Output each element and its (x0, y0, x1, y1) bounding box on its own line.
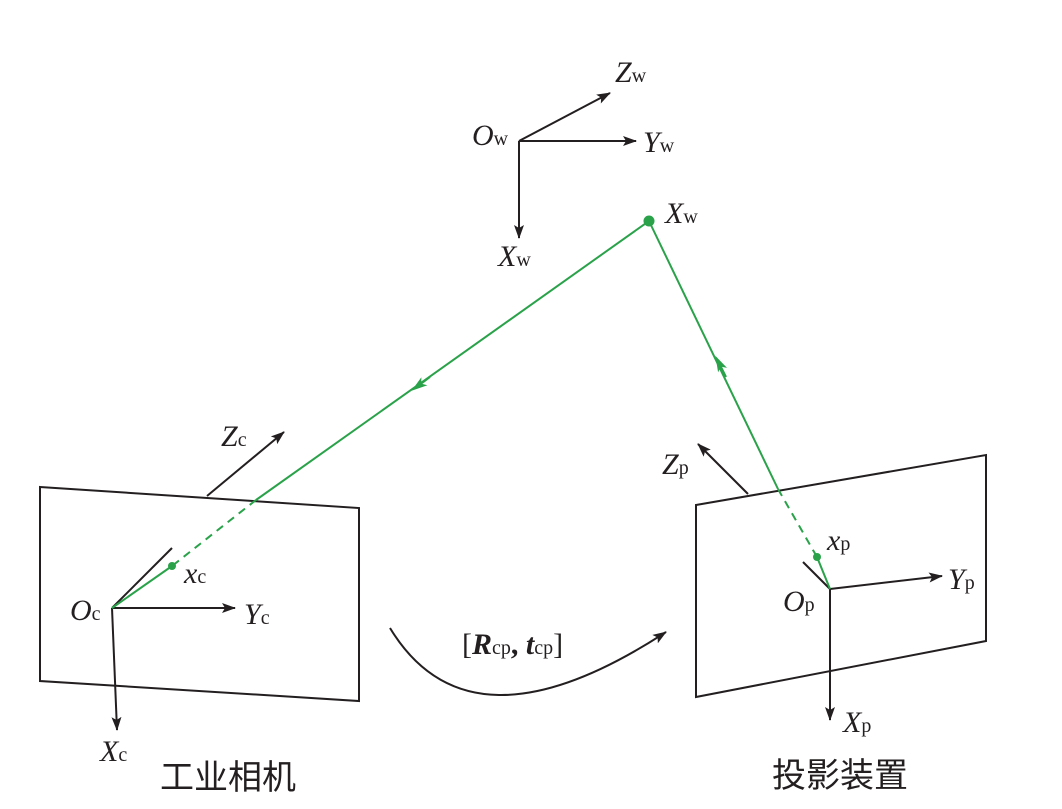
projector: Op Zp Yp Xp xp 投影装置 (662, 443, 987, 796)
camera-image-plane (39, 485, 360, 703)
world-frame: Ow Zw Yw Xw (472, 56, 675, 273)
projector-z-axis-inner (802, 561, 831, 590)
camera-image-point-label: xc (183, 557, 206, 590)
transform-label: [Rcp, tcp] (462, 628, 563, 661)
projector-ray-hidden (777, 488, 818, 558)
world-origin-label: Ow (472, 119, 509, 152)
camera-ray-inner (111, 565, 173, 609)
camera-x-label: Xc (99, 735, 127, 768)
world-z-axis (518, 92, 611, 142)
camera-origin-label: Oc (70, 594, 101, 627)
world-x-label: Xw (497, 240, 531, 273)
camera-z-axis (206, 431, 285, 497)
projector-y-axis (829, 572, 943, 590)
projector-to-world-ray (648, 220, 779, 490)
world-y-label: Yw (643, 126, 675, 159)
camera-caption: 工业相机 (160, 758, 296, 798)
world-to-camera-ray-arrow (411, 376, 431, 391)
projector-x-label: Xp (842, 706, 871, 739)
camera-z-label: Zc (221, 420, 247, 453)
projector-z-label: Zp (662, 448, 689, 481)
transform-arc (389, 627, 667, 696)
projector-origin-label: Op (783, 585, 815, 618)
projection-rays (111, 220, 831, 609)
world-to-camera-ray (255, 220, 650, 501)
world-point-label: Xw (664, 197, 698, 230)
camera-ray-hidden (171, 499, 257, 567)
projector-y-label: Yp (948, 563, 975, 596)
projector-image-point-label: xp (826, 524, 850, 557)
projector-image-plane (695, 453, 987, 699)
camera-x-axis (111, 607, 122, 731)
projector-ray-inner (816, 556, 831, 590)
projector-z-axis (697, 443, 749, 495)
transform: [Rcp, tcp] (389, 627, 667, 696)
camera: Oc Zc Yc Xc xc 工业相机 (39, 420, 360, 798)
camera-z-axis-inner (111, 547, 173, 609)
world-z-label: Zw (615, 56, 647, 89)
projector-ray-arrow (715, 355, 728, 378)
camera-y-label: Yc (244, 598, 270, 631)
projector-caption: 投影装置 (772, 756, 908, 796)
